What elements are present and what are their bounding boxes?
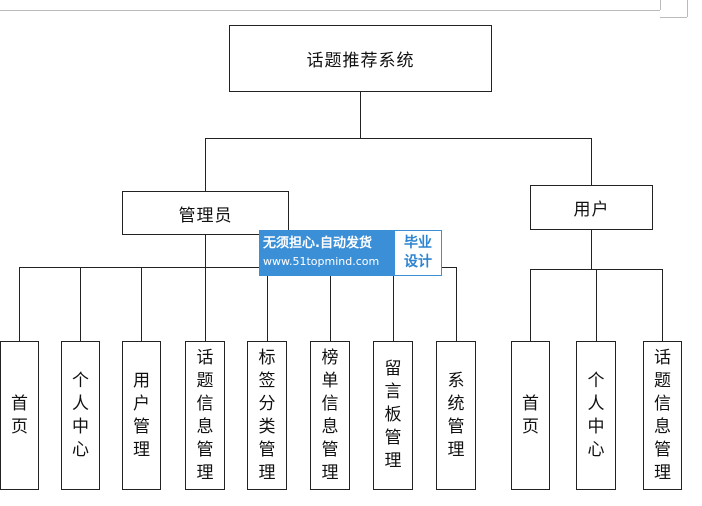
admin-child-label: 个人中心 bbox=[72, 370, 89, 460]
admin-child-tag-category-management: 标签分类管理 bbox=[247, 341, 287, 490]
admin-child-message-board-management: 留言板管理 bbox=[373, 341, 413, 490]
user-child-topic-info-management: 话题信息管理 bbox=[643, 341, 682, 490]
admin-child-user-management: 用户管理 bbox=[122, 341, 161, 490]
watermark-banner: 无须担心.自动发货 www.51topmind.com 毕业设计 bbox=[259, 230, 442, 276]
user-child-home: 首页 bbox=[511, 341, 550, 490]
admin-child-label: 系统管理 bbox=[447, 370, 465, 460]
user-label: 用户 bbox=[573, 200, 610, 220]
watermark-slogan: 无须担心.自动发货 bbox=[263, 236, 372, 251]
watermark-badge: 毕业设计 bbox=[394, 230, 442, 276]
admin-child-label: 用户管理 bbox=[133, 370, 150, 460]
admin-child-ranking-info-management: 榜单信息管理 bbox=[310, 341, 350, 490]
user-child-label: 首页 bbox=[522, 393, 539, 437]
admin-child-personal-center: 个人中心 bbox=[61, 341, 100, 490]
admin-child-home: 首页 bbox=[0, 341, 39, 490]
root-node: 话题推荐系统 bbox=[229, 25, 492, 92]
user-node: 用户 bbox=[530, 185, 653, 230]
admin-node: 管理员 bbox=[122, 191, 289, 235]
user-child-personal-center: 个人中心 bbox=[576, 341, 616, 490]
admin-child-system-management: 系统管理 bbox=[436, 341, 476, 490]
admin-child-label: 标签分类管理 bbox=[258, 347, 276, 483]
admin-child-label: 话题信息管理 bbox=[196, 347, 214, 483]
admin-child-topic-info-management: 话题信息管理 bbox=[185, 341, 225, 490]
user-child-label: 话题信息管理 bbox=[654, 347, 671, 483]
admin-child-label: 榜单信息管理 bbox=[321, 347, 339, 483]
admin-child-label: 留言板管理 bbox=[384, 359, 402, 471]
root-label: 话题推荐系统 bbox=[306, 51, 415, 71]
watermark-url: www.51topmind.com bbox=[263, 255, 380, 268]
admin-child-label: 首页 bbox=[11, 393, 28, 437]
watermark-text-block: 无须担心.自动发货 www.51topmind.com bbox=[259, 230, 394, 276]
user-child-label: 个人中心 bbox=[587, 370, 605, 460]
admin-label: 管理员 bbox=[178, 205, 233, 226]
